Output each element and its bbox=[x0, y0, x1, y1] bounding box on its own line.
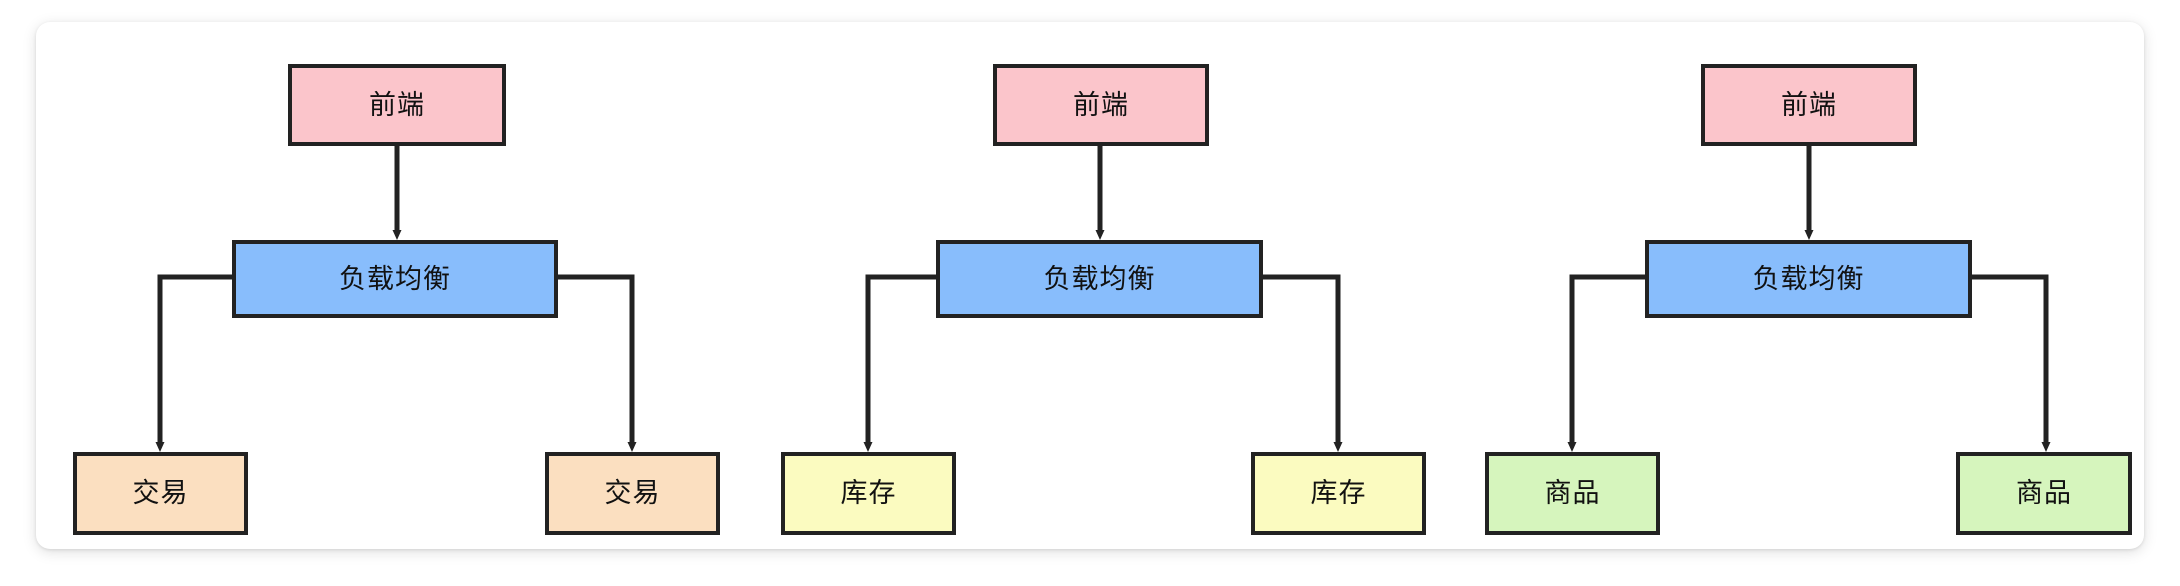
node-loadbalancer-transaction-group[interactable]: 负载均衡 bbox=[232, 240, 558, 318]
node-loadbalancer-product-group[interactable]: 负载均衡 bbox=[1645, 240, 1972, 318]
node-label: 前端 bbox=[369, 89, 425, 120]
edge-loadbalancer-to-left-service-product-group bbox=[1567, 274, 1645, 452]
edge-loadbalancer-to-left-service-inventory-group bbox=[863, 274, 936, 452]
edge-loadbalancer-to-right-service-transaction-group bbox=[558, 274, 637, 452]
node-label: 负载均衡 bbox=[1752, 263, 1865, 294]
node-label: 前端 bbox=[1781, 89, 1837, 120]
node-frontend-transaction-group[interactable]: 前端 bbox=[288, 64, 506, 146]
node-label: 商品 bbox=[1544, 478, 1601, 508]
edge-loadbalancer-to-left-service-transaction-group bbox=[155, 274, 232, 452]
node-service-transaction-group-0[interactable]: 交易 bbox=[73, 452, 248, 535]
node-label: 商品 bbox=[2016, 478, 2072, 508]
edge-loadbalancer-to-right-service-inventory-group bbox=[1263, 274, 1343, 452]
node-label: 交易 bbox=[604, 478, 661, 508]
node-service-inventory-group-1[interactable]: 库存 bbox=[1251, 452, 1426, 535]
node-service-transaction-group-1[interactable]: 交易 bbox=[545, 452, 720, 535]
edge-loadbalancer-to-right-service-product-group bbox=[1972, 274, 2051, 452]
node-label: 前端 bbox=[1073, 89, 1129, 120]
node-label: 负载均衡 bbox=[1043, 263, 1156, 294]
node-service-product-group-0[interactable]: 商品 bbox=[1485, 452, 1660, 535]
node-frontend-product-group[interactable]: 前端 bbox=[1701, 64, 1917, 146]
node-label: 库存 bbox=[840, 478, 897, 508]
node-label: 负载均衡 bbox=[339, 263, 451, 294]
node-loadbalancer-inventory-group[interactable]: 负载均衡 bbox=[936, 240, 1263, 318]
node-label: 库存 bbox=[1310, 478, 1367, 508]
node-frontend-inventory-group[interactable]: 前端 bbox=[993, 64, 1209, 146]
node-service-product-group-1[interactable]: 商品 bbox=[1956, 452, 2132, 535]
node-service-inventory-group-0[interactable]: 库存 bbox=[781, 452, 956, 535]
node-label: 交易 bbox=[132, 478, 189, 508]
